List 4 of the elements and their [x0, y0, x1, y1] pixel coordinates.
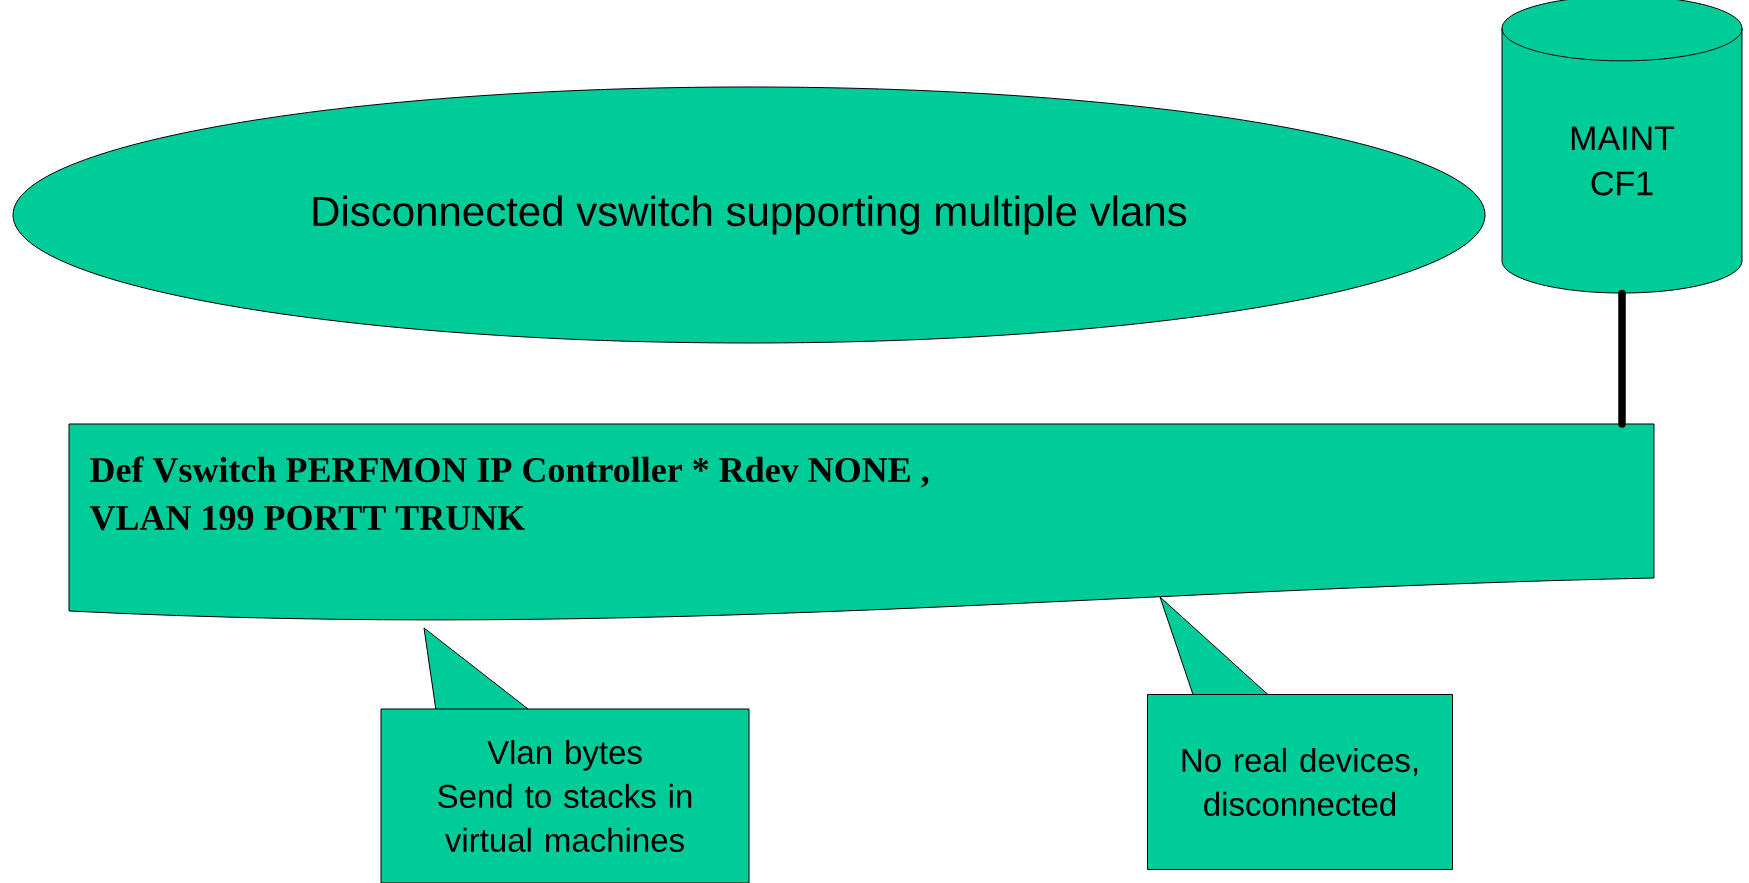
- storage-cylinder: MAINT CF1: [1501, 0, 1743, 294]
- connector-line: [1618, 289, 1626, 428]
- callout-box: Vlan bytes Send to stacks in virtual machines: [380, 627, 750, 883]
- callout-box: No real devices, disconnected: [1147, 596, 1453, 870]
